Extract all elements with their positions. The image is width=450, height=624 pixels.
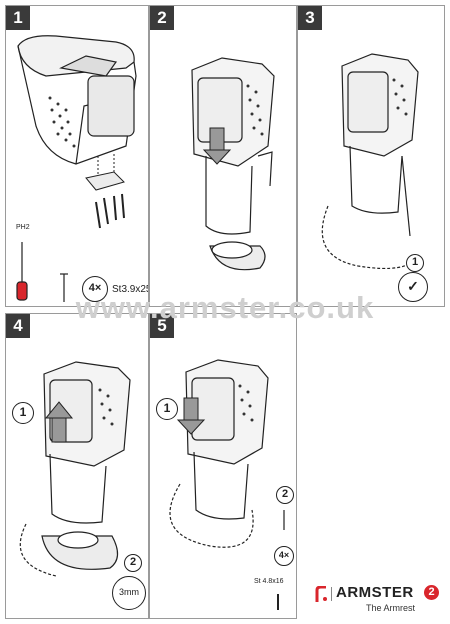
screw-count-badge: 4×: [82, 276, 108, 302]
armrest-lid-down-drawing: [191, 57, 275, 271]
brand-badge: 2: [424, 585, 439, 600]
step-number-5: 5: [150, 314, 174, 338]
step-5-pointer-number: 1: [163, 401, 171, 415]
armrest-fitted-drawing: [169, 359, 285, 610]
step-4-pointer-badge: 1: [12, 402, 34, 424]
drill-size-text: 3mm: [119, 587, 139, 597]
callout-2-badge: 2: [124, 554, 142, 572]
callout-2-badge: 2: [276, 486, 294, 504]
tool-label: PH2: [16, 224, 30, 231]
screw-count-text: 4×: [278, 550, 290, 560]
armrest-bracket-drawing: [321, 53, 419, 270]
arrow-down-icon: [202, 127, 232, 165]
screw-count-text: 4×: [88, 282, 102, 294]
step-number-1: 1: [6, 6, 30, 30]
detail-magnifier: ✓: [398, 272, 428, 302]
brand-name: ARMSTER: [336, 584, 414, 601]
step-number-4: 4: [6, 314, 30, 338]
watermark-text: www.armster.co.uk: [75, 290, 375, 325]
armrest-lid-up-drawing: [19, 361, 131, 577]
step-5-pointer-badge: 1: [156, 398, 178, 420]
panel-step-4: 4 1 2 3mm: [5, 313, 149, 619]
screw-spec-label: St3.9x25: [112, 284, 149, 295]
brand-tagline: The Armrest: [366, 603, 416, 613]
arrow-down-icon: [176, 397, 206, 435]
panel-step-2: 2: [149, 5, 297, 307]
armster-brand-block: ARMSTER 2 The Armrest: [306, 580, 448, 620]
brand-separator: [331, 587, 332, 601]
callout-1-number: 1: [411, 256, 419, 268]
panel-step-1: 1: [5, 5, 149, 307]
step-number-3: 3: [298, 6, 322, 30]
armrest-top-view-drawing: [16, 35, 137, 302]
callout-2-number: 2: [129, 556, 137, 568]
clip-icon: ✓: [407, 278, 419, 294]
drill-detail-magnifier: 3mm: [112, 576, 146, 610]
callout-2-number: 2: [281, 488, 289, 500]
screw-spec-label: St 4.8x16: [254, 578, 284, 585]
arrow-up-icon: [44, 401, 74, 443]
screw-count-badge: 4×: [274, 546, 294, 566]
step-4-pointer-number: 1: [19, 405, 27, 419]
armster-logo-icon: [315, 586, 327, 602]
callout-1-badge: 1: [406, 254, 424, 272]
panel-step-3: 3 1 ✓: [297, 5, 445, 307]
panel-step-5: 5 1 2 4× St 4.8x16: [149, 313, 297, 619]
step-number-2: 2: [150, 6, 174, 30]
